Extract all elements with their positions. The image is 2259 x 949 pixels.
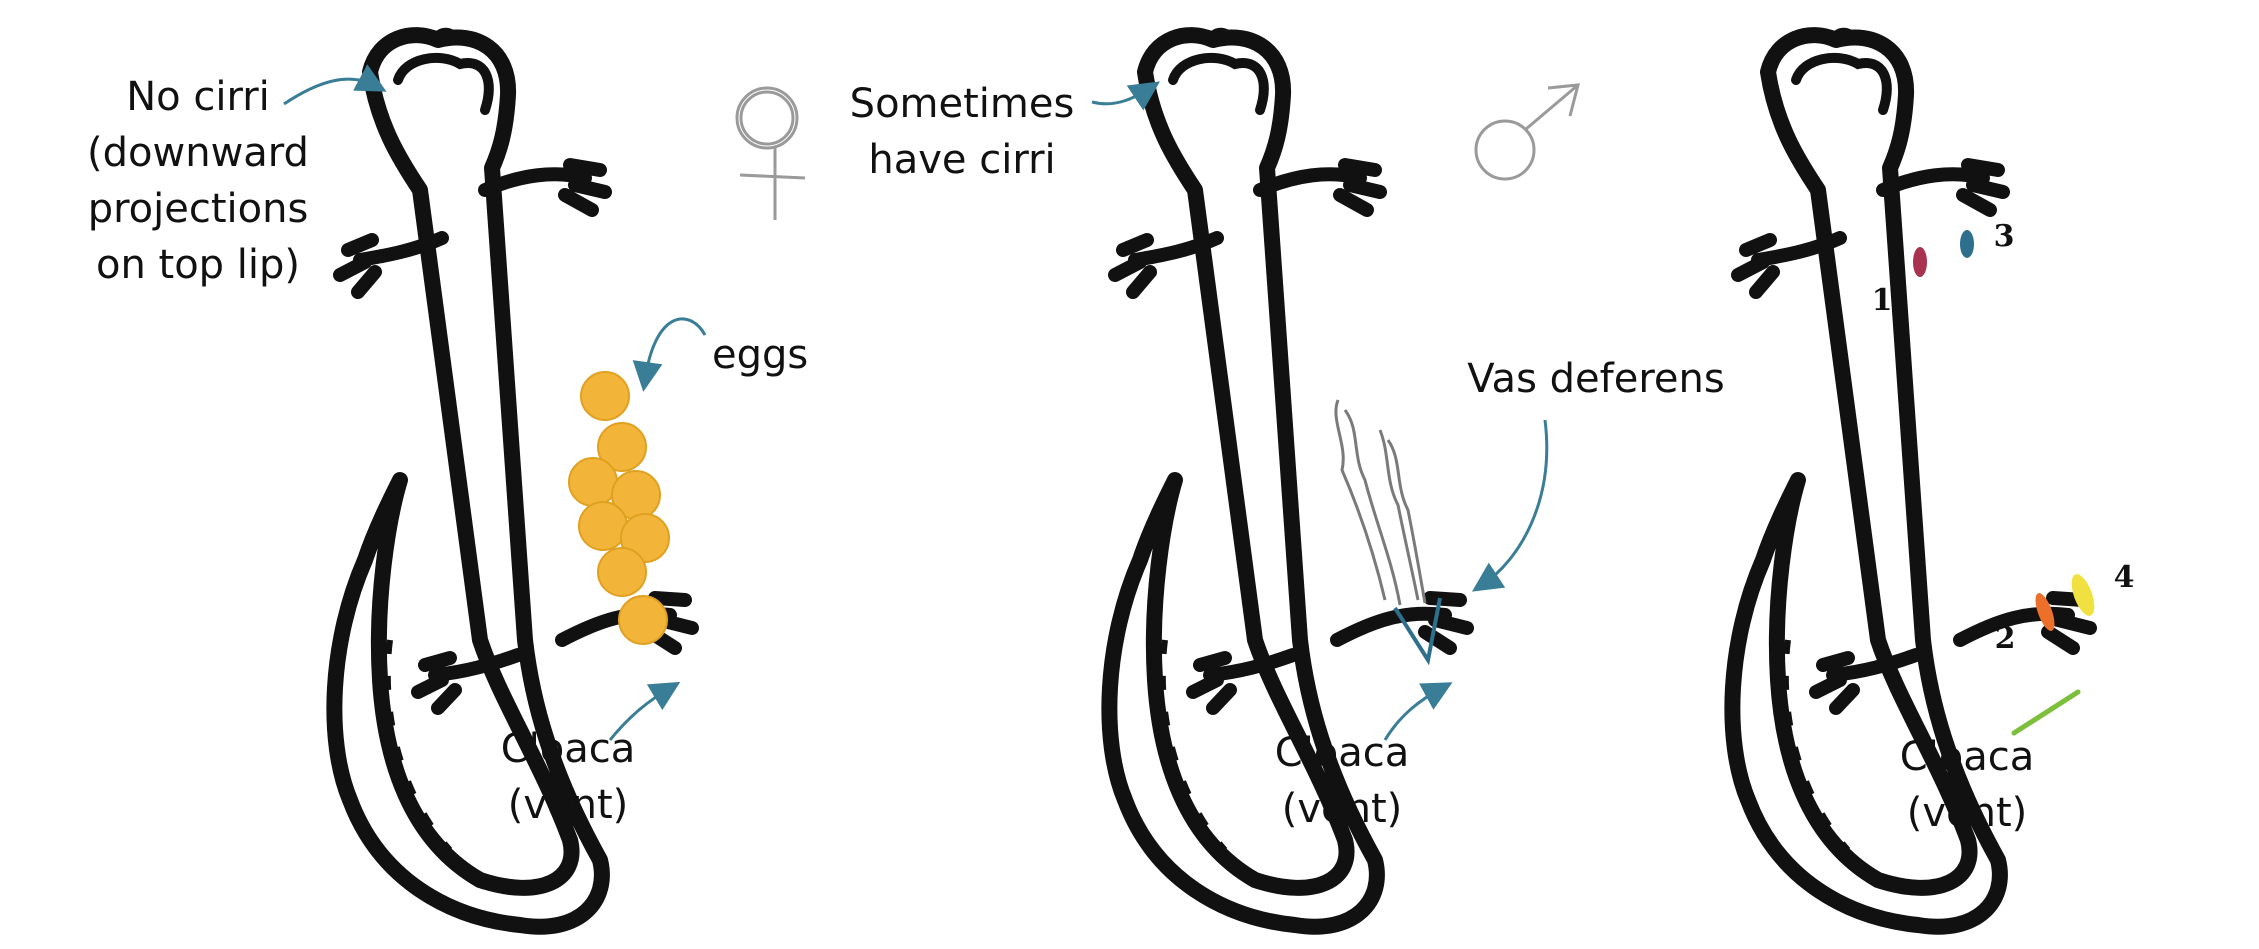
cirri-label-line4: on top lip) [96, 242, 300, 288]
cloaca-pointer [2014, 692, 2078, 733]
marks-panel: 1 2 3 4 Cloaca (vent) [1732, 33, 2134, 927]
female-symbol-icon [737, 88, 805, 220]
male-panel: Sometimes have cirri Vas deferens Cloaca… [850, 33, 1725, 927]
vas-deferens [1336, 400, 1425, 605]
female-panel: No cirri (downward projections on top li… [87, 33, 808, 927]
mark-label-3: 3 [1994, 219, 2015, 254]
cloaca-label-male-line1: Cloaca [1275, 730, 1410, 776]
mark-label-1: 1 [1872, 283, 1893, 318]
male-symbol-icon [1476, 85, 1578, 179]
eggs-arrow [645, 319, 705, 380]
cirri-label-line3: projections [88, 186, 309, 232]
cirri-label-male-line2: have cirri [868, 137, 1055, 183]
cirri-label-line2: (downward [87, 130, 309, 176]
cirri-label-male-line1: Sometimes [850, 81, 1075, 127]
cloaca-label-line2: (vent) [508, 782, 629, 828]
cloaca-label-line1: Cloaca [501, 726, 636, 772]
mark-label-2: 2 [1995, 621, 2016, 656]
cloaca-label-male-line2: (vent) [1282, 786, 1403, 832]
egg [598, 548, 646, 596]
cloaca-label-marks-line1: Cloaca [1900, 734, 2035, 780]
cloaca-label-marks-line2: (vent) [1907, 790, 2028, 836]
vas-deferens-arrow [1482, 420, 1547, 585]
egg [619, 596, 667, 644]
egg [579, 502, 627, 550]
mark-3 [1960, 230, 1974, 258]
egg [581, 372, 629, 420]
vas-deferens-label: Vas deferens [1467, 356, 1724, 402]
cirri-arrow [284, 79, 376, 104]
mark-1 [1913, 247, 1927, 277]
mark-label-4: 4 [2114, 560, 2135, 595]
eggs-cluster [569, 372, 669, 644]
eggs-label: eggs [712, 332, 808, 378]
egg [569, 458, 617, 506]
cirri-label-line1: No cirri [126, 74, 270, 120]
